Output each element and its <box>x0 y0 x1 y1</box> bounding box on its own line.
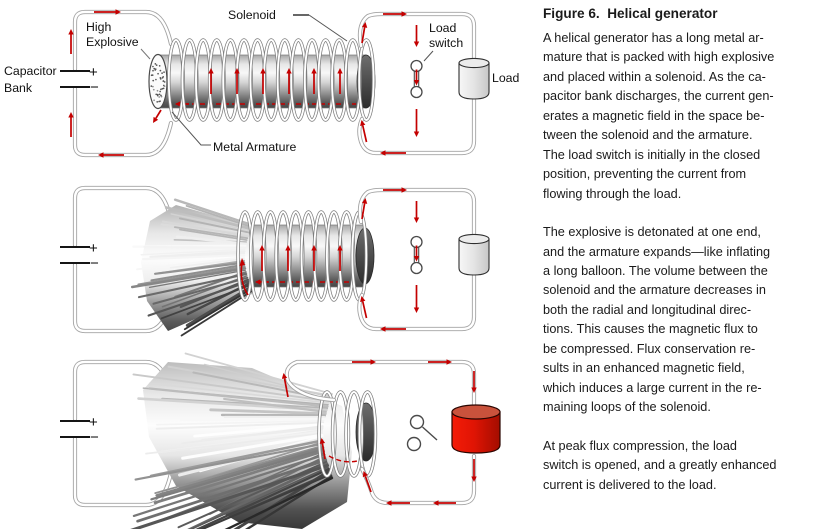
figure-caption: Figure 6. Helical generator A helical ge… <box>540 0 813 529</box>
load-switch-label-line1: Load <box>429 21 457 35</box>
figure-paragraph-1: A helical generator has a long metal ar-… <box>543 31 775 201</box>
capacitor-minus-symbol-stage2: − <box>90 255 99 272</box>
high-explosive-label-line1: High <box>86 20 111 34</box>
stage3-drawing <box>60 352 501 529</box>
figure-paragraph-2: The explosive is detonated at one end, a… <box>543 225 771 415</box>
capacitor-minus-symbol-stage3: − <box>90 429 99 446</box>
capacitor-bank-label-line2: Bank <box>4 81 33 95</box>
capacitor-plus-symbol-stage3: + <box>89 414 98 431</box>
capacitor-minus-symbol: − <box>90 79 99 96</box>
capacitor-bank-label-line1: Capacitor <box>4 64 57 78</box>
stage2-drawing <box>60 185 490 337</box>
helical-generator-diagram: Capacitor Bank + − High Explosive Soleno… <box>4 8 520 529</box>
figure-paragraph-3: At peak flux compression, the load switc… <box>543 438 777 492</box>
metal-armature-label: Metal Armature <box>213 140 297 154</box>
figure-title: Figure 6. Helical generator <box>543 6 718 21</box>
capacitor-plus-symbol-stage2: + <box>89 240 98 257</box>
diagram-labels: Capacitor Bank + − High Explosive Soleno… <box>4 8 520 446</box>
capacitor-plus-symbol: + <box>89 64 98 81</box>
load-label: Load <box>492 71 520 85</box>
high-explosive-label-line2: Explosive <box>86 35 139 49</box>
solenoid-label: Solenoid <box>228 8 276 22</box>
stage1-drawing <box>60 9 490 158</box>
load-switch-label-line2: switch <box>429 36 463 50</box>
